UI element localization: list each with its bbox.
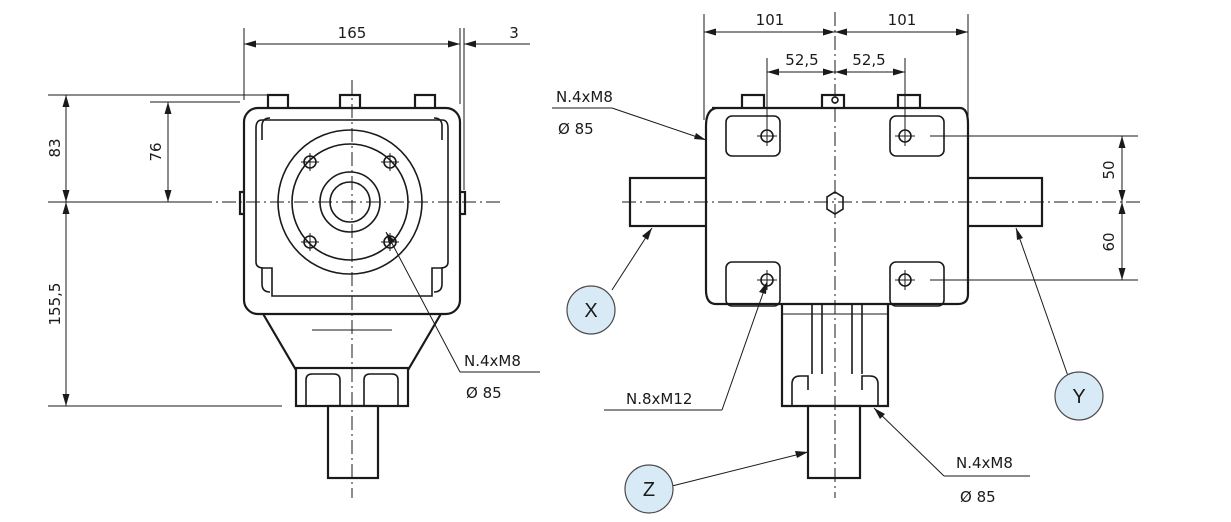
left-corner-marks (261, 117, 443, 293)
dim-52-right-label: 52,5 (852, 51, 885, 69)
right-pad-bottom-left (725, 261, 781, 307)
right-main-housing (704, 106, 970, 306)
callout-y-label: Y (1072, 386, 1085, 408)
dim-52-left-label: 52,5 (785, 51, 818, 69)
right-output-shaft-z (806, 404, 862, 480)
top-bolt-label: N.4xM8 (556, 88, 613, 106)
dim-3-label: 3 (509, 24, 519, 42)
top-bolt-leader (611, 107, 707, 141)
callout-y-leader (1015, 227, 1069, 377)
left-bolt-label: N.4xM8 (464, 352, 521, 370)
left-lower-rib-1 (305, 373, 341, 406)
right-lower-feet (791, 375, 879, 406)
dim-76-label: 76 (147, 142, 165, 161)
right-lower-ribs (811, 300, 863, 374)
callout-x: X (566, 285, 616, 335)
dim-83-label: 83 (46, 138, 64, 157)
dim-50-label: 50 (1100, 160, 1118, 179)
mid-bolt-leader (721, 281, 768, 411)
right-pad-bottom-right (889, 261, 945, 307)
left-lower-rib-2 (363, 373, 399, 406)
callout-z-label: Z (643, 479, 655, 501)
bottom-bolt-label: N.4xM8 (956, 454, 1013, 472)
callout-y-circle (1054, 371, 1104, 421)
callout-x-leader (611, 227, 653, 291)
top-bolt-diameter: Ø 85 (558, 120, 594, 138)
mid-bolt-label: N.8xM12 (626, 390, 692, 408)
left-inner-outline (255, 119, 449, 297)
right-bolt-holes (757, 126, 915, 290)
bottom-bolt-leader (873, 407, 945, 477)
dim-101-left-label: 101 (756, 11, 785, 29)
callout-z-leader (671, 451, 809, 487)
dim-101-right-label: 101 (888, 11, 917, 29)
dim-60-label: 60 (1100, 232, 1118, 251)
left-view: 165 3 83 76 155,5 N.4xM8 Ø 85 (46, 24, 540, 498)
callout-z: Z (624, 464, 674, 514)
right-pad-top-left (725, 115, 781, 157)
callout-z-circle (624, 464, 674, 514)
dim-165-label: 165 (338, 24, 367, 42)
callout-x-circle (566, 285, 616, 335)
right-view: 101 101 52,5 52,5 50 60 N.4xM8 Ø 85 N.8x… (552, 11, 1140, 506)
callout-y: Y (1054, 371, 1104, 421)
left-bolt-diameter: Ø 85 (466, 384, 502, 402)
callout-x-label: X (584, 300, 597, 322)
left-output-shaft (326, 404, 380, 480)
bottom-bolt-diameter: Ø 85 (960, 488, 996, 506)
left-bolt-leader (385, 231, 461, 373)
dim-155-label: 155,5 (46, 283, 64, 326)
